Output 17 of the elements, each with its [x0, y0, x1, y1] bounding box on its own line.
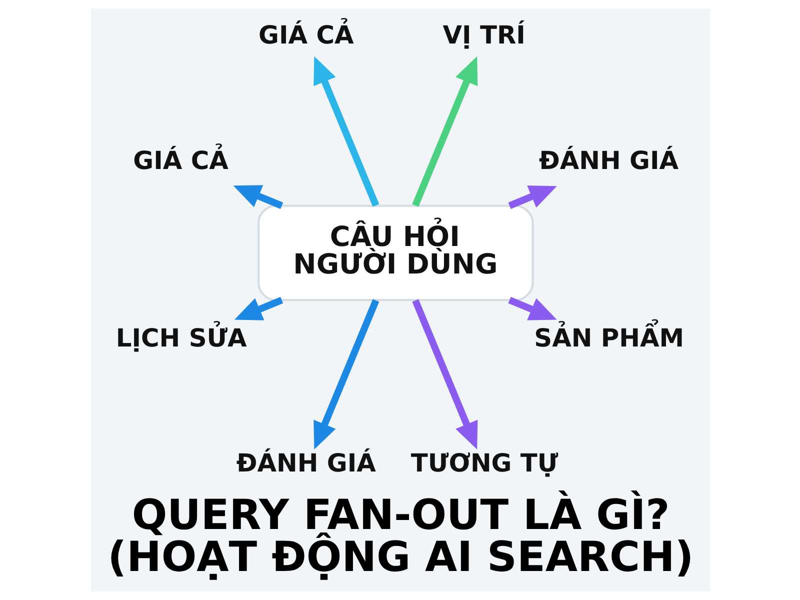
node-text: VỊ TRÍ — [442, 20, 525, 50]
arrow — [232, 185, 283, 209]
arrow — [234, 296, 283, 320]
node-text: ĐÁNH GIÁ — [236, 448, 376, 478]
diagram-title: QUERY FAN-OUT LÀ GÌ? (HOẠT ĐỘNG AI SEARCH) — [107, 490, 694, 581]
node-text: GIÁ CẢ — [258, 20, 354, 50]
node-text: GIÁ CẢ — [132, 146, 228, 175]
node-box: CÂU HỎI NGƯỜI DÙNG — [257, 204, 534, 302]
arrow — [412, 56, 478, 207]
arrow — [508, 186, 556, 209]
arrow — [508, 296, 556, 320]
node-text: TƯƠNG TỰ — [410, 448, 558, 478]
node-text: ĐÁNH GIÁ — [538, 146, 678, 175]
arrow — [313, 56, 379, 207]
arrow — [313, 299, 379, 450]
node-text: LỊCH SỬA — [115, 323, 246, 352]
arrow — [412, 299, 478, 450]
